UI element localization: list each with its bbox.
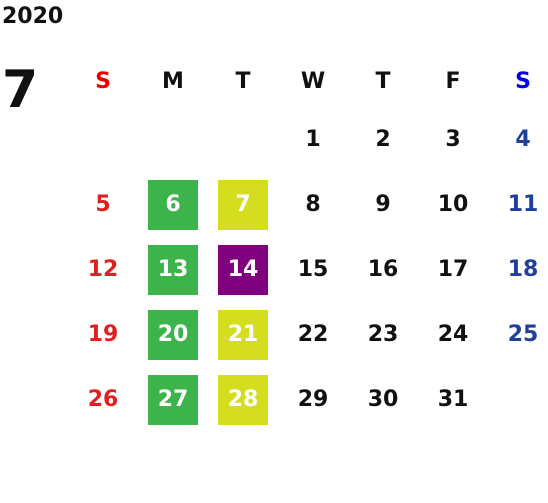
- day-cell[interactable]: 21: [208, 302, 278, 367]
- day-number-highlight-green: 27: [148, 374, 198, 425]
- day-number: 1: [305, 127, 321, 152]
- day-cell[interactable]: 26: [68, 367, 138, 432]
- day-cell[interactable]: 1: [278, 107, 348, 172]
- day-number: 4: [515, 127, 531, 152]
- day-number: 23: [367, 322, 399, 347]
- day-cell[interactable]: 25: [488, 302, 548, 367]
- day-cell[interactable]: 23: [348, 302, 418, 367]
- weekday-header-thu: T: [375, 68, 391, 94]
- weekday-header-row: S M T W T F S: [68, 55, 548, 107]
- weekday-header-mon: M: [162, 68, 184, 94]
- day-number: 5: [95, 192, 111, 217]
- day-cell[interactable]: 2: [348, 107, 418, 172]
- week-row: 12 13 14 15 16 17 18: [68, 237, 548, 302]
- day-number-highlight-purple: 14: [218, 244, 268, 295]
- day-number: 15: [297, 257, 329, 282]
- day-cell[interactable]: 3: [418, 107, 488, 172]
- day-cell[interactable]: 11: [488, 172, 548, 237]
- day-number: 24: [437, 322, 469, 347]
- day-number-highlight-green: 6: [148, 179, 198, 230]
- day-cell[interactable]: 13: [138, 237, 208, 302]
- day-number: 19: [87, 322, 119, 347]
- day-cell[interactable]: 8: [278, 172, 348, 237]
- day-cell[interactable]: 29: [278, 367, 348, 432]
- day-number: 8: [305, 192, 321, 217]
- day-cell[interactable]: 17: [418, 237, 488, 302]
- weekday-header-wed: W: [300, 68, 326, 94]
- day-number-highlight-yellow: 7: [218, 179, 268, 230]
- day-cell[interactable]: 31: [418, 367, 488, 432]
- day-cell[interactable]: 14: [208, 237, 278, 302]
- day-number: 30: [367, 387, 399, 412]
- weekday-header-tue: T: [235, 68, 251, 94]
- day-number: 26: [87, 387, 119, 412]
- day-cell[interactable]: 19: [68, 302, 138, 367]
- empty-day-cell: [488, 367, 548, 432]
- day-number: 16: [367, 257, 399, 282]
- day-number: 10: [437, 192, 469, 217]
- month-label: 7: [2, 60, 39, 120]
- day-number: 9: [375, 192, 391, 217]
- weekday-header-sun: S: [95, 68, 111, 94]
- day-cell[interactable]: 24: [418, 302, 488, 367]
- day-cell[interactable]: 12: [68, 237, 138, 302]
- day-number: 12: [87, 257, 119, 282]
- day-cell[interactable]: 7: [208, 172, 278, 237]
- day-cell[interactable]: 28: [208, 367, 278, 432]
- day-cell[interactable]: 15: [278, 237, 348, 302]
- day-cell[interactable]: 5: [68, 172, 138, 237]
- day-cell[interactable]: 6: [138, 172, 208, 237]
- weekday-header-fri: F: [445, 68, 461, 94]
- day-number-highlight-yellow: 28: [218, 374, 268, 425]
- day-cell[interactable]: 22: [278, 302, 348, 367]
- day-cell[interactable]: 10: [418, 172, 488, 237]
- day-number: 17: [437, 257, 469, 282]
- day-number-highlight-green: 20: [148, 309, 198, 360]
- day-number-highlight-green: 13: [148, 244, 198, 295]
- day-number: 3: [445, 127, 461, 152]
- day-cell[interactable]: 30: [348, 367, 418, 432]
- day-number-highlight-yellow: 21: [218, 309, 268, 360]
- day-cell[interactable]: 18: [488, 237, 548, 302]
- empty-day-cell: [68, 107, 138, 172]
- week-row: 1 2 3 4: [68, 107, 548, 172]
- day-number: 2: [375, 127, 391, 152]
- empty-day-cell: [208, 107, 278, 172]
- day-cell[interactable]: 9: [348, 172, 418, 237]
- day-number: 25: [507, 322, 539, 347]
- day-cell[interactable]: 16: [348, 237, 418, 302]
- week-row: 26 27 28 29 30 31: [68, 367, 548, 432]
- day-cell[interactable]: 27: [138, 367, 208, 432]
- week-row: 19 20 21 22 23 24 25: [68, 302, 548, 367]
- day-number: 31: [437, 387, 469, 412]
- day-number: 11: [507, 192, 539, 217]
- weekday-header-sat: S: [515, 68, 531, 94]
- day-number: 29: [297, 387, 329, 412]
- year-label: 2020: [2, 4, 64, 29]
- day-number: 18: [507, 257, 539, 282]
- day-cell[interactable]: 4: [488, 107, 548, 172]
- day-number: 22: [297, 322, 329, 347]
- day-cell[interactable]: 20: [138, 302, 208, 367]
- empty-day-cell: [138, 107, 208, 172]
